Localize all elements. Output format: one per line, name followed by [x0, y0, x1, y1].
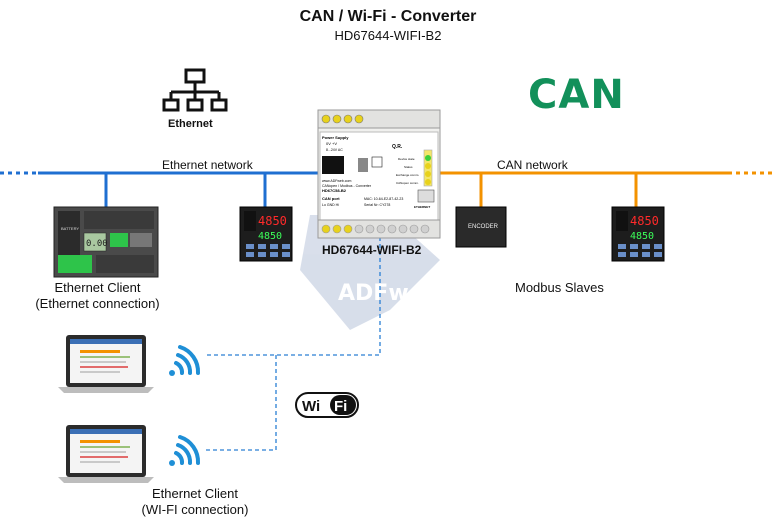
device-port-ethernet-label: ETHERNET: [414, 205, 430, 209]
diagram-subtitle: HD67644-WIFI-B2: [334, 28, 442, 43]
wifi-logo-right: Fi: [334, 398, 347, 415]
watermark-logo: ADFweb: [300, 215, 440, 330]
wifi-client-label: Ethernet Client(WI-FI connection): [141, 486, 249, 517]
encoder-label: ENCODER: [468, 224, 499, 230]
can-panel-device: 4850 4850: [611, 206, 665, 262]
converter-device: Power Supply 0V +V 8...24V AC Q.R. www.A…: [317, 109, 441, 239]
can-panel-top-value: 4850: [630, 214, 659, 228]
device-can-port: CAN port: [322, 196, 340, 201]
device-leds: [423, 149, 433, 187]
wifi-logo-left: Wi: [302, 398, 320, 415]
wifi-signal-icon: [169, 435, 201, 466]
device-ethernet-port: [417, 189, 435, 203]
plc-ethernet-client: BATTERY 0.00: [53, 206, 159, 278]
device-mac: MAC: 10-64-E2-87-42-23: [364, 197, 403, 201]
wifi-signal-icon: [169, 345, 201, 376]
device-product-code: HD67C58-B2: [322, 188, 347, 193]
device-qr-label: Q.R.: [392, 144, 403, 150]
device-led-label-4: CANopen comm.: [396, 181, 419, 185]
device-product-line: CANopen / Modbus - Converter: [322, 184, 372, 188]
device-power-range: 8...24V AC: [326, 148, 343, 152]
device-power-label: Power Supply: [322, 135, 349, 140]
device-led-label-2: Status: [404, 165, 413, 169]
device-ce-mark: [371, 156, 383, 168]
diagram-title: CAN / Wi-Fi - Converter: [299, 8, 477, 25]
ethernet-network-icon: [162, 68, 228, 112]
laptop-wifi-client-1: [58, 335, 154, 393]
ethernet-bus: [0, 171, 318, 207]
can-logo: CAN: [528, 72, 625, 118]
plc-display: 0.00: [86, 239, 108, 249]
can-panel-bottom-value: 4850: [630, 231, 654, 242]
laptop-wifi-client-2: [58, 425, 154, 483]
wifi-links: [205, 237, 381, 451]
device-brand-logo: [322, 156, 344, 174]
ethernet-logo-label: Ethernet: [168, 118, 213, 130]
ethernet-network-label: Ethernet network: [162, 158, 253, 172]
ethernet-client-label: Ethernet Client(Ethernet connection): [35, 280, 160, 311]
device-power-sub: 0V +V: [326, 141, 337, 146]
wifi-logo: Wi Fi: [295, 392, 359, 418]
converter-device-label: HD67644-WIFI-B2: [322, 243, 422, 257]
device-led-label-1: Device state: [398, 157, 415, 161]
device-led-label-3: Exchange comm.: [396, 173, 419, 177]
ethernet-panel-device: 4850 4850: [239, 206, 293, 262]
encoder-device: ENCODER: [455, 206, 507, 248]
plc-battery-label: BATTERY: [61, 226, 79, 231]
watermark-text: ADFweb: [338, 281, 439, 306]
ethernet-panel-bottom-value: 4850: [258, 231, 282, 242]
modbus-slaves-label: Modbus Slaves: [515, 280, 604, 295]
can-bus: [440, 171, 776, 207]
device-website: www.ADFweb.com: [322, 179, 351, 183]
device-can-pins: Lo GND Hi: [322, 203, 339, 207]
can-network-label: CAN network: [497, 158, 568, 172]
ethernet-panel-top-value: 4850: [258, 214, 287, 228]
device-serial: Serial Nr: CY278: [364, 203, 390, 207]
device-qr-code: [358, 158, 368, 172]
